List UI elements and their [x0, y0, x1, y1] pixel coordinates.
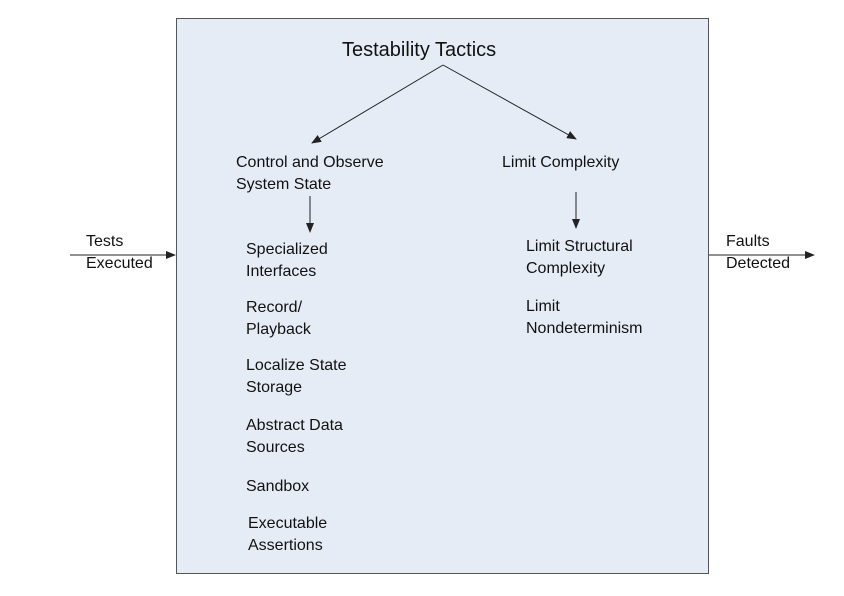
tactic-localize-state-storage: Localize State Storage — [246, 357, 347, 396]
tactic-limit-structural-complexity: Limit Structural Complexity — [526, 238, 633, 277]
tactic-sandbox: Sandbox — [246, 478, 310, 495]
tactics-box — [176, 18, 709, 574]
branch-control-observe: Control and Observe System State — [236, 154, 384, 193]
branch-limit-complexity: Limit Complexity — [502, 154, 620, 171]
tactic-abstract-data-sources: Abstract Data Sources — [246, 417, 343, 456]
diagram-title: Testability Tactics — [342, 39, 497, 61]
output-label: Faults Detected — [726, 233, 791, 272]
tactic-executable-assertions: Executable Assertions — [248, 515, 328, 554]
tactic-specialized-interfaces: Specialized Interfaces — [246, 241, 328, 280]
tactic-record-playback: Record/ Playback — [246, 299, 311, 338]
title-to-limit-arrow — [442, 64, 577, 140]
title-to-control-arrow — [311, 64, 444, 144]
tactic-limit-nondeterminism: Limit Nondeterminism — [526, 298, 643, 337]
input-label: Tests Executed — [86, 233, 153, 272]
